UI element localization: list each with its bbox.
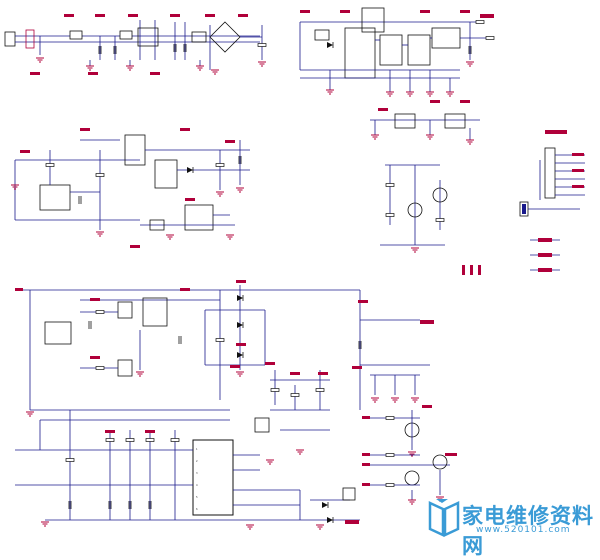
watermark-url-text: www.520101.com — [476, 525, 571, 535]
open-book-logo-icon — [428, 499, 460, 537]
main-pwm-ic-section — [15, 410, 360, 521]
llc-resonant-section — [20, 285, 430, 433]
pfc-controller-section — [14, 134, 250, 231]
svg-text:4: 4 — [196, 483, 198, 487]
power-board-schematic: 1 2 3 4 5 6 — [4, 7, 585, 530]
svg-text:6: 6 — [196, 507, 198, 511]
svg-text:3: 3 — [196, 471, 198, 475]
svg-text:5: 5 — [196, 495, 198, 499]
ac-input-filter-section — [4, 20, 263, 70]
output-connectors — [519, 147, 585, 271]
opto-feedback-section — [370, 113, 480, 246]
backlight-control-section — [370, 410, 450, 500]
svg-text:2: 2 — [196, 459, 198, 463]
svg-text:1: 1 — [196, 447, 198, 451]
standby-supply-section — [299, 7, 490, 92]
